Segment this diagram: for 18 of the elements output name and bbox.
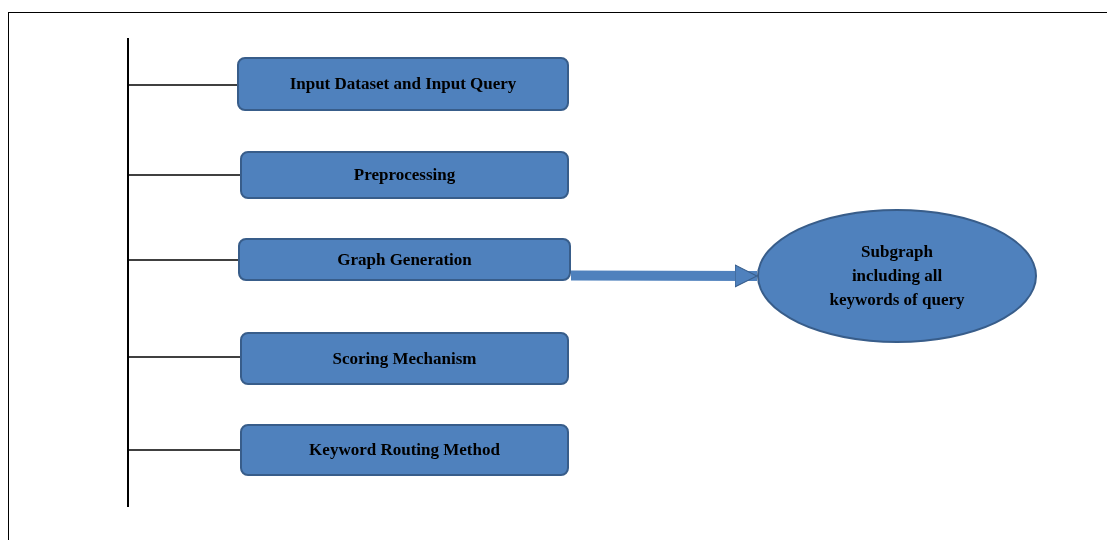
process-box xyxy=(240,332,569,385)
process-box xyxy=(240,151,569,199)
node-label: Subgraph including all keywords of query xyxy=(828,241,966,311)
connector-line xyxy=(127,84,238,86)
process-box xyxy=(237,57,569,111)
process-box xyxy=(240,424,569,476)
node-label: Scoring Mechanism xyxy=(331,347,478,370)
connector-line xyxy=(127,259,239,261)
node-label: Graph Generation xyxy=(336,248,473,271)
connector-line xyxy=(127,449,241,451)
node-label: Input Dataset and Input Query xyxy=(288,73,518,95)
node-label: Keyword Routing Method xyxy=(308,439,501,461)
connector-line xyxy=(127,174,241,176)
process-box xyxy=(238,238,571,281)
connector-line xyxy=(127,356,241,358)
node-label: Preprocessing xyxy=(352,164,457,186)
block-arrow xyxy=(571,264,758,288)
vertical-line xyxy=(127,38,129,507)
